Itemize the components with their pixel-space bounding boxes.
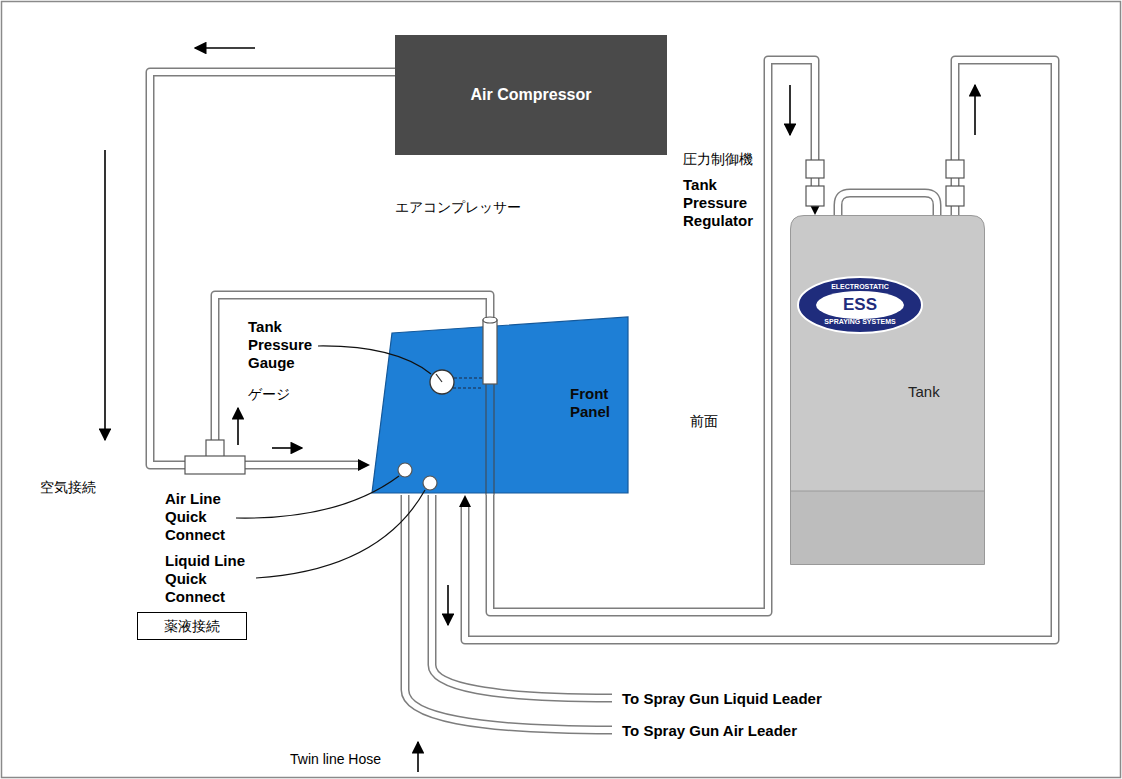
tank-handle bbox=[838, 193, 937, 216]
tank-fittings bbox=[806, 160, 964, 206]
pressure-regulator bbox=[486, 384, 487, 495]
gauge-line bbox=[453, 378, 483, 388]
logo-text-holder: ESS bbox=[798, 295, 922, 315]
quick-connect bbox=[398, 463, 412, 477]
compressor-box: Air Compressor bbox=[395, 35, 667, 155]
logo-text-holder: ELECTROSTATIC bbox=[798, 282, 922, 291]
tank-shape bbox=[791, 491, 984, 564]
ess-logo bbox=[798, 277, 922, 333]
tank-fittings bbox=[806, 160, 824, 178]
logo-text-holder: SPRAYING SYSTEMS bbox=[798, 317, 922, 326]
japanese-label-holder: 前面 bbox=[690, 412, 718, 430]
pressure-regulator bbox=[483, 317, 497, 495]
logo-text: ELECTROSTATIC bbox=[798, 282, 922, 291]
japanese-label-holder: ゲージ bbox=[248, 385, 290, 403]
hose-label: Twin line Hose bbox=[290, 750, 381, 768]
japanese-label: ゲージ bbox=[248, 385, 290, 403]
flow-arrows bbox=[237, 408, 239, 445]
part-label-holder: Air Line Quick Connect bbox=[165, 490, 243, 544]
japanese-label-holder: エアコンプレッサー bbox=[395, 198, 521, 216]
flow-arrows bbox=[195, 47, 255, 49]
gauge-line bbox=[454, 377, 483, 378]
part-label-holder: Tank Pressure Regulator bbox=[683, 176, 757, 230]
part-label-holder: Liquid Line Quick Connect bbox=[165, 552, 249, 606]
japanese-label: 前面 bbox=[690, 412, 718, 430]
tube-bore bbox=[150, 72, 395, 465]
front-panel-shape bbox=[372, 317, 628, 493]
leader-lines bbox=[256, 490, 425, 578]
pressure-gauge bbox=[430, 370, 454, 394]
node-text: 薬液接続 bbox=[164, 617, 220, 635]
flow-arrows bbox=[974, 85, 976, 135]
tank-shape bbox=[790, 215, 985, 565]
part-label-holder: Tank Pressure Gauge bbox=[248, 318, 320, 372]
japanese-label: 空気接続 bbox=[40, 478, 96, 496]
tank-handle bbox=[838, 193, 937, 216]
tank: Tank bbox=[790, 215, 985, 565]
japanese-label-holder: 空気接続 bbox=[40, 478, 96, 496]
leader-lines bbox=[236, 346, 431, 578]
quick-connect bbox=[398, 463, 437, 490]
outlet-label-holder: To Spray Gun Air Leader bbox=[622, 722, 797, 740]
node-text: Air Compressor bbox=[471, 85, 592, 105]
label-box: 薬液接続 bbox=[137, 612, 247, 640]
leader-lines bbox=[318, 346, 431, 374]
ess-logo bbox=[798, 277, 922, 333]
tee-fitting bbox=[206, 440, 224, 458]
tank-shape bbox=[791, 216, 985, 565]
outlet-label-holder: To Spray Gun Liquid Leader bbox=[622, 690, 822, 708]
tank-handle bbox=[838, 193, 937, 216]
outlet-label: To Spray Gun Air Leader bbox=[622, 722, 797, 740]
japanese-label: エアコンプレッサー bbox=[395, 198, 521, 216]
flow-arrows bbox=[272, 447, 302, 449]
part-label: Liquid Line Quick Connect bbox=[165, 552, 249, 606]
logo-text: ESS bbox=[798, 295, 922, 315]
pressure-gauge bbox=[430, 370, 454, 394]
pressure-regulator bbox=[483, 317, 497, 323]
outlet-label: To Spray Gun Liquid Leader bbox=[622, 690, 822, 708]
tank-shape bbox=[791, 491, 984, 492]
tank-fittings bbox=[946, 160, 964, 178]
tube-connector bbox=[150, 72, 395, 471]
pressure-regulator bbox=[494, 384, 495, 495]
arrow-head bbox=[358, 459, 370, 471]
part-label: Tank Pressure Regulator bbox=[683, 176, 757, 230]
tube-outline bbox=[150, 72, 395, 465]
quick-connect bbox=[423, 476, 437, 490]
logo-text: SPRAYING SYSTEMS bbox=[798, 317, 922, 326]
tank-fittings bbox=[946, 186, 964, 206]
leader-lines bbox=[236, 476, 399, 518]
part-label: Air Line Quick Connect bbox=[165, 490, 243, 544]
tee-fitting bbox=[185, 440, 245, 474]
arrow-head bbox=[459, 495, 471, 507]
hose-label-holder: Twin line Hose bbox=[290, 750, 381, 768]
twin-line-hose bbox=[432, 495, 612, 698]
flow-arrows bbox=[104, 150, 106, 440]
pressure-regulator bbox=[483, 320, 497, 384]
twin-line-hose bbox=[432, 495, 612, 698]
flow-arrows bbox=[417, 742, 419, 772]
pressure-gauge bbox=[436, 374, 442, 382]
flow-arrows bbox=[447, 585, 449, 625]
flow-arrows bbox=[789, 85, 791, 135]
node-text: Front Panel bbox=[570, 385, 628, 421]
japanese-label: 圧力制御機 bbox=[683, 150, 753, 168]
gauge-line bbox=[453, 387, 483, 388]
tank-fittings bbox=[806, 186, 824, 206]
node-text: Tank bbox=[908, 383, 968, 401]
part-label: Tank Pressure Gauge bbox=[248, 318, 320, 372]
japanese-label-holder: 圧力制御機 bbox=[683, 150, 753, 168]
tee-fitting bbox=[185, 456, 245, 474]
